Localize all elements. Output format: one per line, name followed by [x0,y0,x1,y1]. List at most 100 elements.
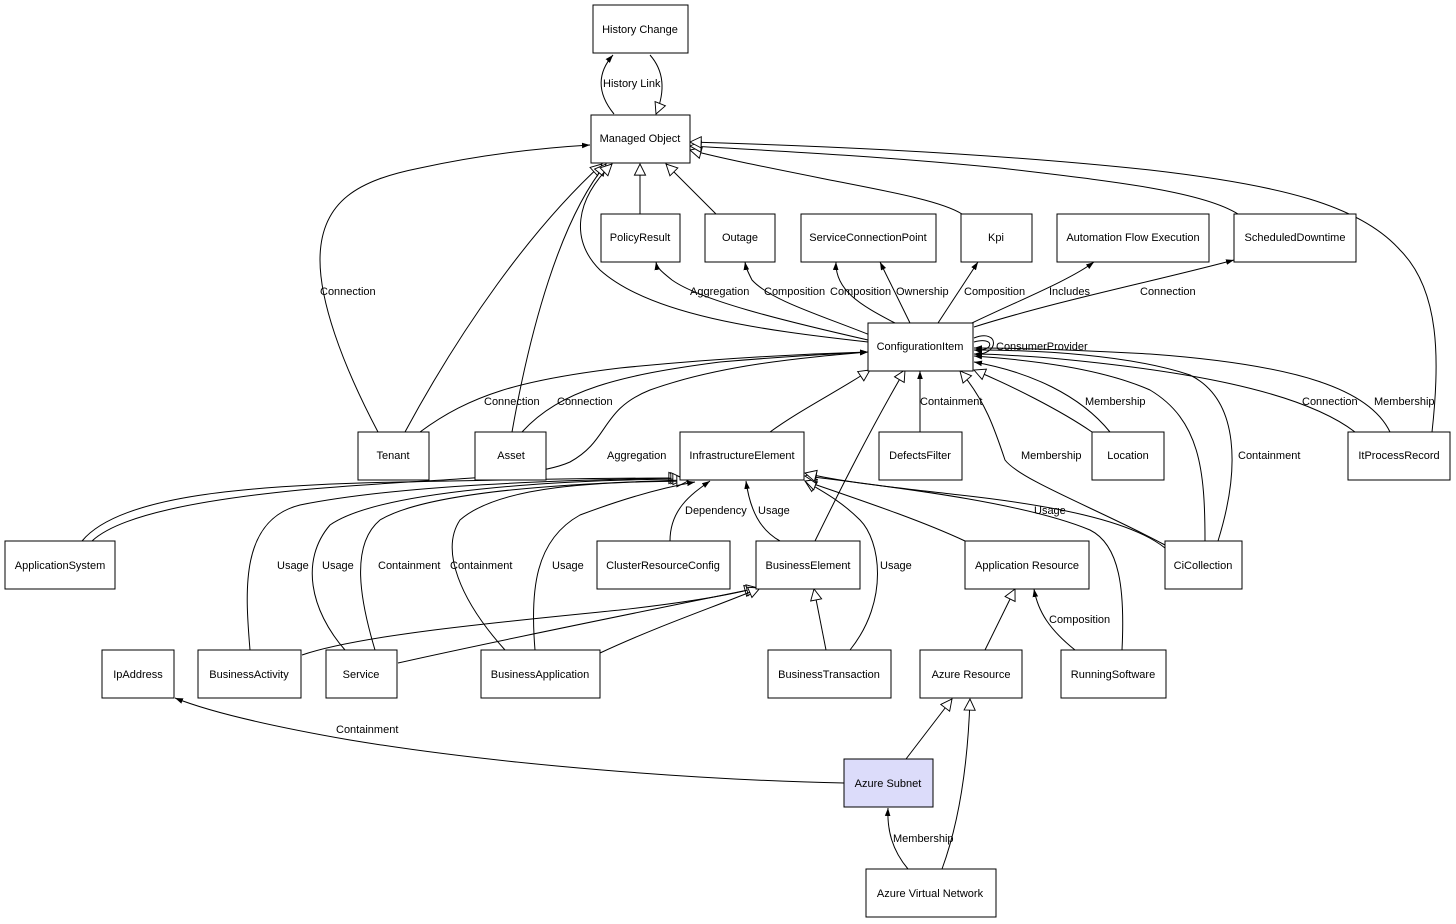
node-application-system[interactable]: ApplicationSystem [4,540,116,590]
node-label: ApplicationSystem [15,560,106,572]
node-box [325,649,398,699]
node-label: Automation Flow Execution [1066,232,1199,244]
node-label: ConfigurationItem [877,341,964,353]
edge-ci-ownership-scp [879,261,911,324]
label-service-containment: Containment [378,560,440,572]
edge-kpi-inherits-managed-object [690,150,963,215]
edge-ci-consumer-provider [973,340,991,354]
node-box [596,540,731,590]
node-box [1347,431,1451,481]
edge-biztrans-inherits-be [814,589,827,651]
label-ci-composition-kpi: Composition [964,286,1025,298]
label-biztrans-usage: Usage [880,560,912,572]
edge-outage-inherits-managed-object [666,164,717,215]
node-label: Azure Subnet [855,778,922,790]
node-outage[interactable]: Outage [704,213,776,263]
edge-ci-composition-kpi [937,261,979,324]
node-cluster-resource-config[interactable]: ClusterResourceConfig [596,540,731,590]
node-ci-collection[interactable]: CiCollection [1164,540,1243,590]
edge-asset-inherits-managed-object [511,164,606,433]
label-bizapp-usage: Usage [552,560,584,572]
label-be-usage-ie: Usage [758,505,790,517]
node-configuration-item[interactable]: ConfigurationItem [867,322,974,372]
node-defects-filter[interactable]: DefectsFilter [878,431,963,481]
node-label: Azure Resource [932,669,1011,681]
node-label: BusinessActivity [209,669,289,681]
node-location[interactable]: Location [1091,431,1165,481]
edge-ie-inherits-ci [769,370,870,433]
edge-history-to-managed-object [600,54,615,115]
node-asset[interactable]: Asset [474,431,547,481]
node-tenant[interactable]: Tenant [357,431,430,481]
node-label: BusinessElement [766,560,851,572]
node-history-change[interactable]: History Change [592,4,689,54]
edge-asset-connection-ci [521,349,869,433]
node-box [101,649,175,699]
node-label: ScheduledDowntime [1245,232,1346,244]
node-box [1233,213,1357,263]
edge-be-inherits-ci [814,370,905,542]
edge-biztrans-usage-ie [805,481,878,651]
node-business-transaction[interactable]: BusinessTransaction [767,649,892,699]
node-label: CiCollection [1174,560,1233,572]
edge-subnet-inherits-azure-resource [905,699,952,760]
node-box [590,114,691,164]
edge-location-inherits-ci [974,370,1093,433]
node-label: ServiceConnectionPoint [809,232,926,244]
node-kpi[interactable]: Kpi [960,213,1033,263]
node-box [960,213,1033,263]
node-box [704,213,776,263]
node-azure-resource[interactable]: Azure Resource [919,649,1023,699]
label-cicollection-usage-ie: Usage [1034,505,1066,517]
node-box [865,868,997,918]
node-label: DefectsFilter [889,450,951,462]
node-infrastructure-element[interactable]: InfrastructureElement [679,431,805,481]
edge-bizapp-usage-ie [533,480,696,651]
node-service-connection-point[interactable]: ServiceConnectionPoint [800,213,937,263]
edge-bizapp-inherits-be [599,588,760,654]
node-label: Kpi [988,232,1004,244]
edge-ci-inherits-managed-object [580,164,869,343]
node-azure-subnet[interactable]: Azure Subnet [843,758,934,808]
node-label: RunningSoftware [1071,669,1155,681]
label-ci-composition-scp: Composition [830,286,891,298]
node-box [1164,540,1243,590]
node-ip-address[interactable]: IpAddress [101,649,175,699]
edge-vnet-inherits-azure-resource [941,699,970,870]
node-box [767,649,892,699]
node-business-activity[interactable]: BusinessActivity [197,649,302,699]
label-service-usage: Usage [322,560,354,572]
node-box [197,649,302,699]
edge-service-inherits-be [397,588,758,664]
node-automation-flow-execution[interactable]: Automation Flow Execution [1056,213,1210,263]
node-scheduled-downtime[interactable]: ScheduledDowntime [1233,213,1357,263]
node-managed-object[interactable]: Managed Object [590,114,691,164]
edge-vnet-membership-subnet [884,807,909,870]
node-business-element[interactable]: BusinessElement [755,540,861,590]
label-ci-ownership-scp: Ownership [896,286,949,298]
node-policy-result[interactable]: PolicyResult [600,213,681,263]
node-business-application[interactable]: BusinessApplication [480,649,601,699]
node-running-software[interactable]: RunningSoftware [1060,649,1167,699]
node-box [357,431,430,481]
label-ci-aggregation-policy: Aggregation [690,286,749,298]
edge-tenant-inherits-managed-object [404,164,602,433]
edges [81,54,1437,870]
node-label: IpAddress [113,669,163,681]
node-box [480,649,601,699]
label-cicollection-membership: Membership [1021,450,1082,462]
node-application-resource[interactable]: Application Resource [964,540,1090,590]
label-ci-consumer-provider: ConsumerProvider [996,341,1088,353]
label-ci-connection-sd: Connection [1140,286,1196,298]
label-tenant-ci-connection: Connection [484,396,540,408]
edge-ci-composition-scp [832,261,896,324]
node-box [1056,213,1210,263]
edge-itpr-connection-ci [973,351,1356,433]
edge-cicollection-containment-ci [973,353,1206,542]
node-service[interactable]: Service [325,649,398,699]
edge-running-composition-appresource [1032,588,1076,651]
node-azure-virtual-network[interactable]: Azure Virtual Network [865,868,997,918]
node-it-process-record[interactable]: ItProcessRecord [1347,431,1451,481]
node-box [800,213,937,263]
label-subnet-containment: Containment [336,724,398,736]
